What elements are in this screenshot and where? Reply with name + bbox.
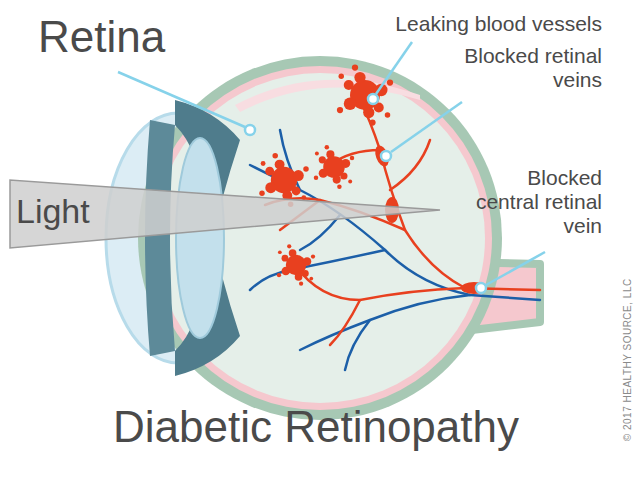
sclera — [138, 56, 502, 420]
leader-lines — [118, 42, 545, 293]
copyright-watermark: © 2017 HEALTHY SOURCE, LLC — [622, 240, 634, 480]
leak-splat — [314, 145, 355, 189]
ciliary-body — [145, 120, 175, 356]
callout-label: Blocked central retinal vein — [474, 166, 602, 238]
leak-splat — [337, 64, 393, 125]
retinal-veins — [250, 130, 540, 370]
diagram-title: Diabetic Retinopathy — [0, 402, 636, 453]
part-label: Retina — [38, 12, 238, 63]
vitreous — [155, 73, 485, 403]
blockage — [373, 144, 392, 169]
callout-label: Leaking blood vessels — [330, 12, 602, 36]
callout-label: Blocked retinal veins — [455, 44, 602, 92]
light-beam — [10, 180, 440, 248]
leak-splat — [277, 244, 315, 286]
blockage — [461, 282, 487, 294]
beam-label: Light — [16, 192, 136, 231]
choroid — [148, 66, 492, 410]
lens — [176, 138, 224, 338]
